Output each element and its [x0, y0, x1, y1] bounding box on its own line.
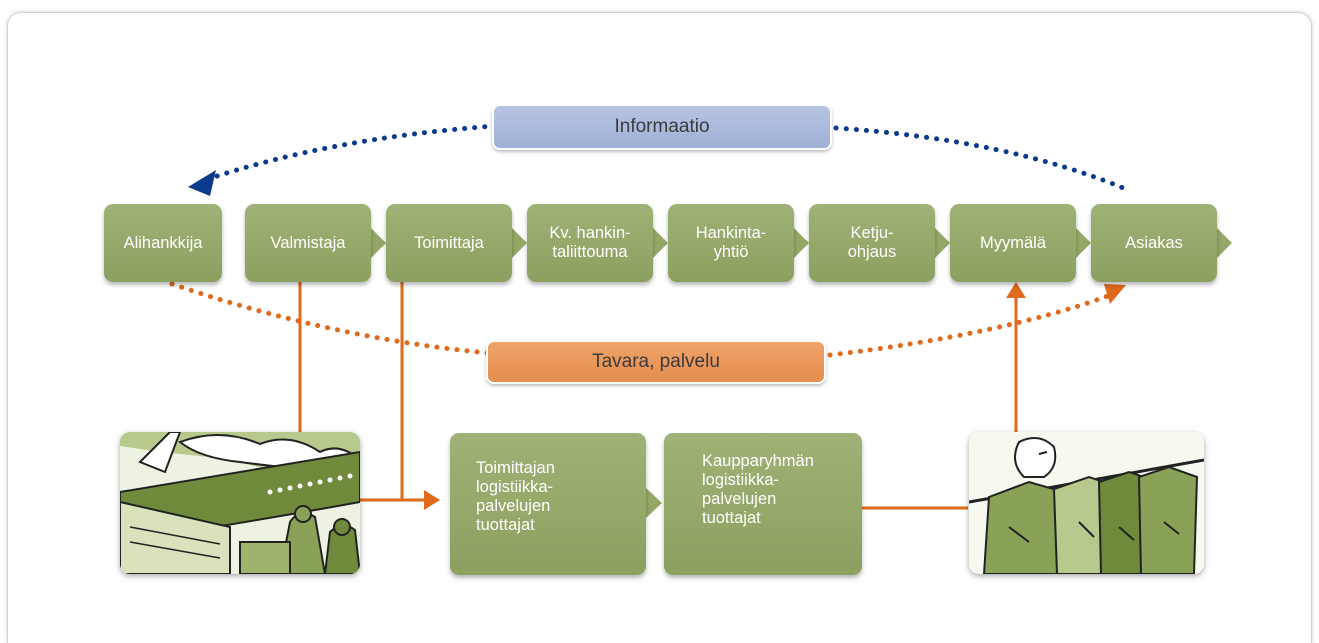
logistics-box-group: Kaupparyhmän logistiikka- palvelujen tuo… — [664, 433, 862, 575]
chain-box-ketjuohjaus: Ketju- ohjaus — [809, 204, 935, 282]
information-flow-line-right — [833, 125, 1131, 193]
goods-label: Tavara, palvelu — [486, 340, 826, 384]
chain-box-valmistaja: Valmistaja — [245, 204, 371, 282]
logistics-arrowhead — [424, 490, 440, 510]
goods-flow-line — [169, 281, 491, 356]
chain-box-hankintayhtio: Hankinta- yhtiö — [668, 204, 794, 282]
goods-arrowhead — [1104, 284, 1126, 304]
clothing-rack-illustration — [969, 432, 1204, 574]
chain-box-asiakas: Asiakas — [1091, 204, 1217, 282]
goods-flow-line-right — [827, 293, 1111, 358]
store-arrowhead — [1006, 282, 1026, 298]
information-label: Informaatio — [492, 104, 832, 150]
information-arrowhead — [188, 170, 216, 196]
information-flow-line — [202, 123, 498, 183]
chain-box-kv-hankintaliittouma: Kv. hankin- taliittouma — [527, 204, 653, 282]
chain-chevrons — [371, 228, 1232, 518]
airplane-cargo-illustration — [120, 432, 360, 574]
chain-box-toimittaja: Toimittaja — [386, 204, 512, 282]
chain-box-myymala: Myymälä — [950, 204, 1076, 282]
logistics-box-supplier: Toimittajan logistiikka- palvelujen tuot… — [450, 433, 646, 575]
chain-box-alihankkija: Alihankkija — [104, 204, 222, 282]
